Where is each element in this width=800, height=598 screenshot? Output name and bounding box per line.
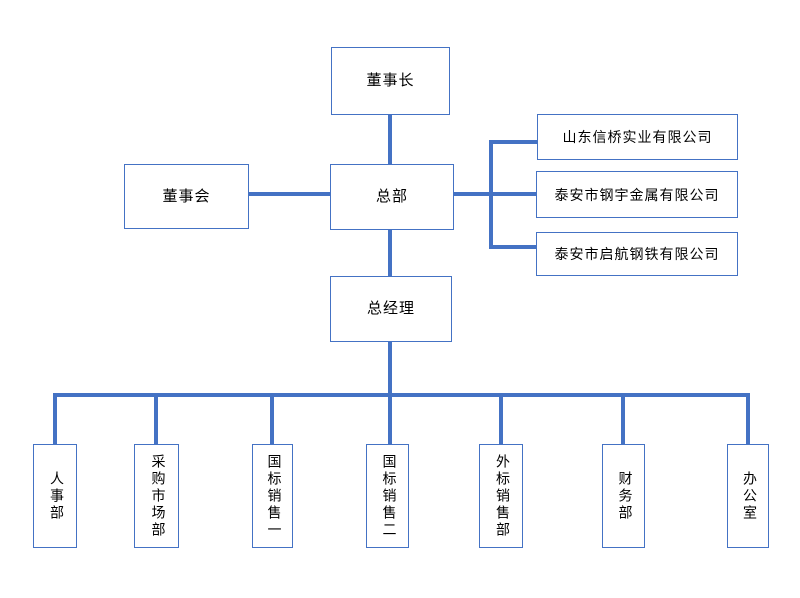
connector-headquarters-subsidiaries (454, 192, 536, 196)
node-subsidiary-3: 泰安市启航钢铁有限公司 (536, 232, 738, 276)
node-department-7-label: 办公室 (741, 470, 756, 522)
node-department-6: 财务部 (602, 444, 645, 548)
node-subsidiary-3-label: 泰安市启航钢铁有限公司 (554, 248, 720, 263)
node-subsidiary-1-label: 山东信桥实业有限公司 (562, 131, 713, 146)
node-subsidiary-2-label: 泰安市钢宇金属有限公司 (554, 188, 720, 204)
node-department-4: 国标销售二 (366, 444, 409, 548)
node-board-label: 董事会 (162, 188, 211, 205)
connector-headquarters-general-manager (388, 230, 392, 276)
connector-drop-department-6 (621, 395, 625, 444)
connector-drop-department-1 (53, 395, 57, 444)
node-general-manager-label: 总经理 (366, 301, 415, 317)
connector-branch-subsidiary-1 (489, 140, 537, 144)
node-department-7: 办公室 (727, 444, 769, 548)
connector-departments-horizontal (53, 393, 750, 397)
node-department-3: 国标销售一 (252, 444, 293, 548)
node-department-2-label: 采购市场部 (149, 453, 165, 539)
connector-drop-department-2 (154, 395, 158, 444)
node-department-1-label: 人事部 (48, 470, 63, 522)
node-subsidiary-1: 山东信桥实业有限公司 (537, 114, 738, 160)
node-department-3-label: 国标销售一 (265, 453, 281, 539)
connector-board-headquarters (249, 192, 330, 196)
node-chairman: 董事长 (331, 47, 450, 115)
node-headquarters-label: 总部 (375, 189, 408, 205)
connector-branch-subsidiary-3 (489, 245, 537, 249)
connector-drop-department-5 (499, 395, 503, 444)
connector-drop-department-7 (746, 395, 750, 444)
node-subsidiary-2: 泰安市钢宇金属有限公司 (536, 171, 738, 218)
node-department-6-label: 财务部 (616, 470, 632, 522)
node-department-4-label: 国标销售二 (380, 453, 396, 539)
node-department-1: 人事部 (33, 444, 77, 548)
node-department-5: 外标销售部 (479, 444, 523, 548)
node-department-5-label: 外标销售部 (494, 453, 509, 539)
node-headquarters: 总部 (330, 164, 454, 230)
node-chairman-label: 董事长 (366, 73, 415, 89)
connector-drop-department-3 (270, 395, 274, 444)
connector-chairman-headquarters (388, 114, 392, 164)
connector-subsidiaries-bracket-vertical (489, 140, 493, 249)
node-department-2: 采购市场部 (134, 444, 179, 548)
node-general-manager: 总经理 (330, 276, 452, 342)
node-board: 董事会 (124, 164, 249, 229)
